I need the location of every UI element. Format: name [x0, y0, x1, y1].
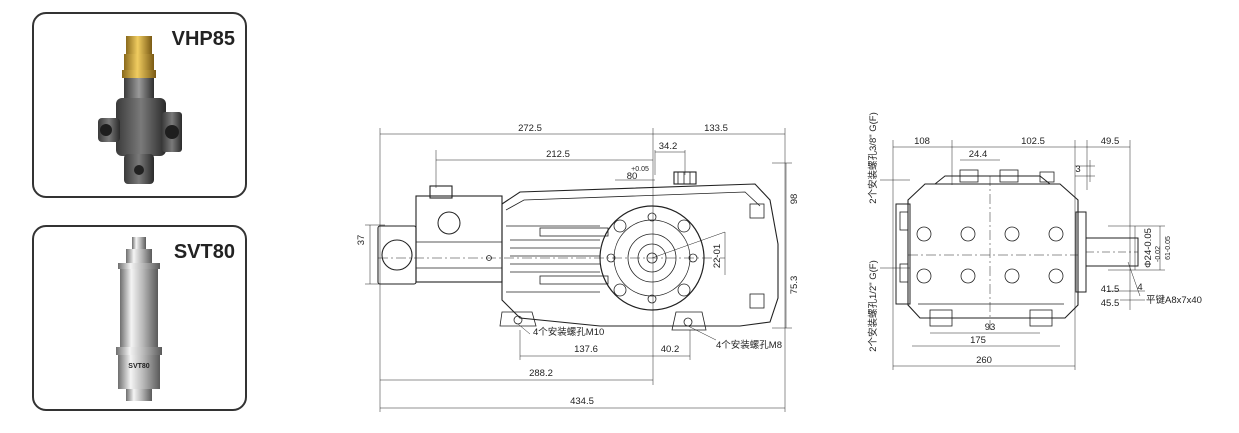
note-outlet-ports: 2个安装螺孔3/8" G(F) [867, 112, 879, 204]
unloader-valve-icon [98, 36, 182, 184]
product-name: VHP85 [171, 28, 235, 50]
dim-102-5: 102.5 [1021, 136, 1045, 147]
product-card-svt80: SVT80 SVT80 [32, 225, 247, 411]
dim-24-4: 24.4 [969, 149, 988, 160]
dim-80-tolerance: +0.05 [631, 166, 649, 173]
side-view-dimensions: 272.5 133.5 212.5 34.2 80 +0.05 98 37 22… [356, 123, 800, 407]
dim-3: 3 [1075, 164, 1080, 175]
dim-80: 80 [627, 171, 638, 182]
dim-175: 175 [970, 335, 986, 346]
dim-45-5: 45.5 [1101, 298, 1120, 309]
dim-212-5: 212.5 [546, 149, 570, 160]
product-name: SVT80 [173, 241, 235, 263]
note-m8-holes: 4个安装螺孔M8 [716, 339, 782, 351]
dim-41-5: 41.5 [1101, 284, 1120, 295]
note-m10-holes: 4个安装螺孔M10 [533, 326, 604, 338]
dim-37: 37 [356, 235, 367, 246]
dim-4: 4 [1137, 282, 1142, 293]
dim-phi24: Φ24-0.05 [1143, 228, 1154, 268]
dim-137-6: 137.6 [574, 344, 598, 355]
dim-434-5: 434.5 [570, 396, 594, 407]
dim-272-5: 272.5 [518, 123, 542, 134]
dim-93: 93 [985, 322, 996, 333]
dim-49-5: 49.5 [1101, 136, 1120, 147]
dim-260: 260 [976, 355, 992, 366]
note-key: 平键A8x7x40 [1146, 294, 1202, 306]
thermal-relief-valve-icon: SVT80 [116, 237, 162, 401]
dim-34-2: 34.2 [659, 141, 678, 152]
dim-22: 22-01 [712, 244, 723, 268]
dim-61: 61-0.05 [1165, 236, 1172, 260]
front-view [880, 140, 1165, 370]
engraving-label: SVT80 [128, 363, 150, 370]
dim-108: 108 [914, 136, 930, 147]
dim-phi24-lower-tolerance: -0.02 [1155, 246, 1162, 262]
dim-288-2: 288.2 [529, 368, 553, 379]
dim-98: 98 [789, 194, 800, 205]
dim-75-3: 75.3 [789, 276, 800, 295]
note-inlet-ports: 2个安装螺孔1/2" G(F) [867, 260, 879, 352]
dim-40-2: 40.2 [661, 344, 680, 355]
product-card-vhp85: VHP85 [32, 12, 247, 198]
dim-133-5: 133.5 [704, 123, 728, 134]
front-view-dimensions: 108 102.5 49.5 24.4 3 Φ24-0.05 -0.02 61-… [867, 112, 1202, 366]
side-view [365, 128, 792, 412]
